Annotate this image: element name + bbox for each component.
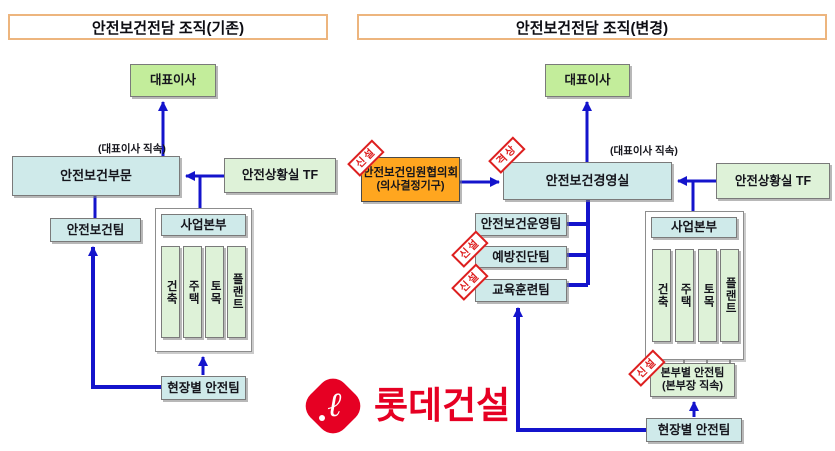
changed-unit-housing: 주택 xyxy=(675,249,694,342)
changed-management-office-box: 안전보건경영실 xyxy=(503,162,672,200)
existing-direct-label: (대표이사 직속) xyxy=(98,143,166,155)
existing-unit-plant: 플랜트 xyxy=(227,246,246,338)
changed-council-box: 안전보건임원협의회 (의사결정기구) xyxy=(361,157,460,202)
existing-unit-housing: 주택 xyxy=(183,246,202,338)
changed-title: 안전보건전담 조직(변경) xyxy=(357,14,827,40)
council-subtitle: (의사결정기구) xyxy=(376,179,445,192)
hq-safety-team-subtitle: (본부장 직속) xyxy=(662,380,723,392)
line-site2-to-training xyxy=(513,307,646,432)
existing-ceo-box: 대표이사 xyxy=(130,64,216,97)
line-site-to-safety-team xyxy=(88,246,161,389)
changed-unit-civil: 토목 xyxy=(698,249,717,342)
existing-title: 안전보건전담 조직(기존) xyxy=(8,14,328,40)
hq-safety-team-name: 본부별 안전팀 xyxy=(660,367,725,380)
existing-hq-header: 사업본부 xyxy=(161,214,246,236)
lotte-logo-dot-icon xyxy=(319,415,325,421)
changed-unit-construction: 건축 xyxy=(652,249,671,342)
existing-unit-construction: 건축 xyxy=(161,246,180,338)
changed-direct-label: (대표이사 직속) xyxy=(610,145,678,157)
council-name: 안전보건임원협의회 xyxy=(362,166,459,179)
existing-unit-civil: 토목 xyxy=(205,246,224,338)
changed-hq-header: 사업본부 xyxy=(651,217,737,238)
existing-situation-tf-box: 안전상황실 TF xyxy=(224,158,336,193)
changed-team-prevention-box: 예방진단팀 xyxy=(475,246,567,268)
existing-division-box: 안전보건부문 xyxy=(12,156,180,196)
changed-unit-plant: 플랜트 xyxy=(720,249,739,342)
changed-team-training-box: 교육훈련팀 xyxy=(475,279,567,302)
changed-ceo-box: 대표이사 xyxy=(545,64,630,97)
lotte-logo-icon: ℓ xyxy=(299,372,367,440)
existing-safety-team-box: 안전보건팀 xyxy=(50,218,141,242)
changed-site-team-box: 현장별 안전팀 xyxy=(646,418,742,442)
changed-hq-safety-team-box: 본부별 안전팀 (본부장 직속) xyxy=(650,363,735,397)
existing-site-team-box: 현장별 안전팀 xyxy=(161,376,246,400)
changed-situation-tf-box: 안전상황실 TF xyxy=(716,163,830,199)
lotte-script-l-icon: ℓ xyxy=(327,385,343,425)
lotte-logo-glyph-wrap: ℓ xyxy=(309,382,357,430)
lotte-logo-text: 롯데건설 xyxy=(374,385,511,426)
changed-team-operations-box: 안전보건운영팀 xyxy=(475,213,567,236)
